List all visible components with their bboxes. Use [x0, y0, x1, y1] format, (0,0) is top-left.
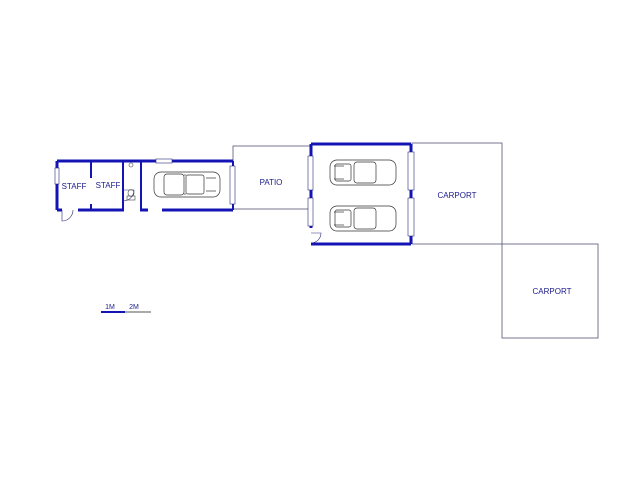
- car-icon: [153, 171, 221, 198]
- window: [229, 165, 236, 205]
- window: [54, 167, 60, 185]
- window: [155, 158, 173, 164]
- scale-label-2m: 2M: [129, 304, 139, 311]
- scale-label-1m: 1M: [105, 304, 115, 311]
- door-swing: [310, 232, 322, 244]
- scale-bar: 1M 2M: [101, 304, 151, 313]
- door-swing: [122, 189, 135, 202]
- room-label-patio: PATIO: [260, 178, 283, 187]
- room-label-staff-2: STAFF: [96, 181, 121, 190]
- window: [307, 155, 314, 191]
- door-swing: [61, 209, 74, 222]
- room-label-staff-1: STAFF: [62, 182, 87, 191]
- car-icon: [329, 205, 397, 232]
- window: [307, 197, 314, 227]
- garage-door: [407, 151, 415, 191]
- room-label-carport-2: CARPORT: [533, 287, 572, 296]
- garage-door: [407, 197, 415, 237]
- room-label-carport-1: CARPORT: [438, 191, 477, 200]
- toilet-icon: [126, 189, 136, 201]
- basin-icon: [128, 162, 134, 168]
- carport-area-lower: [501, 243, 599, 339]
- car-icon: [329, 159, 397, 186]
